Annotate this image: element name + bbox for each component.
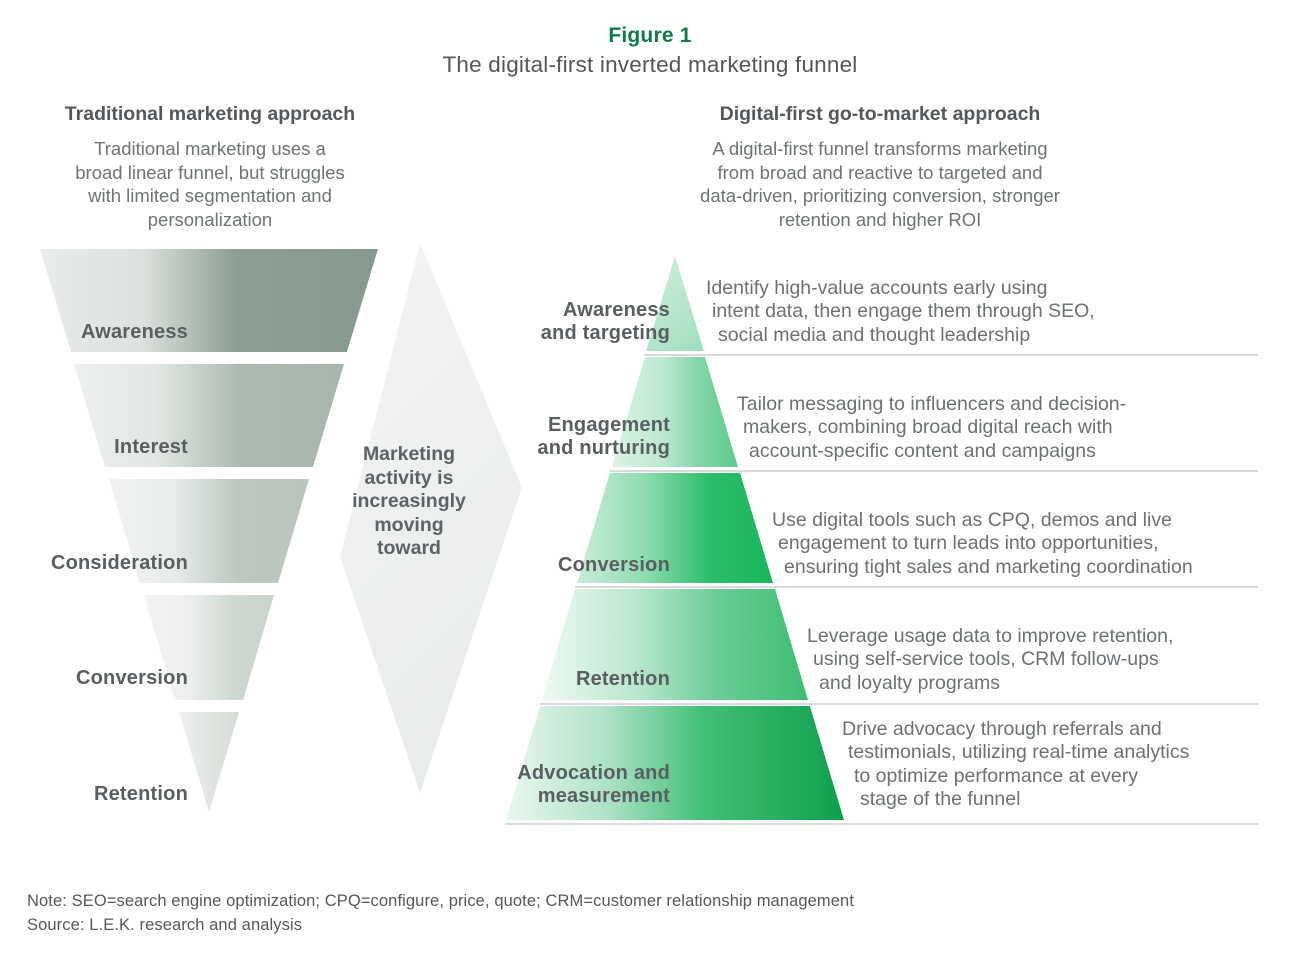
funnel-band-interest [74,364,344,467]
funnel-label-retention: Retention [93,783,188,805]
funnel-band-retention [179,712,239,812]
traditional-approach-heading: Traditional marketing approach [64,103,356,125]
stage-description-engagement-nurturing: Tailor messaging to influencers and deci… [737,393,1127,462]
stage-label-engagement-nurturing: Engagement and nurturing [537,414,670,459]
funnel-band-awareness [40,249,378,352]
funnel-band-consideration [109,479,309,583]
funnel-label-consideration: Consideration [50,552,188,574]
pyramid-band-advocation-measurement [506,706,844,820]
funnel-label-conversion: Conversion [75,667,188,689]
stage-label-awareness-targeting: Awareness and targeting [540,299,670,344]
traditional-approach-description: Traditional marketing uses a broad linea… [75,138,345,230]
pyramid-band-conversion [577,473,773,583]
separator-line-5 [505,823,1258,825]
note-text: Note: SEO=search engine optimization; CP… [27,892,855,910]
stage-label-conversion: Conversion [557,554,670,576]
source-text: Source: L.E.K. research and analysis [27,916,303,934]
figure-title: The digital-first inverted marketing fun… [442,52,858,77]
stage-label-retention: Retention [575,668,670,690]
digital-first-approach-description: A digital-first funnel transforms market… [700,138,1060,230]
stage-label-advocation-measurement: Advocation and measurement [517,762,670,807]
separator-line-1 [644,354,1258,356]
separator-line-2 [609,470,1258,472]
digital-first-approach-heading: Digital-first go-to-market approach [719,103,1041,125]
flow-arrow-text: Marketing activity is increasingly movin… [352,443,466,559]
figure-label: Figure 1 [608,24,692,47]
stage-description-retention: Leverage usage data to improve retention… [807,625,1174,694]
stage-description-awareness-targeting: Identify high-value accounts early using… [706,277,1095,346]
separator-line-3 [575,586,1258,588]
separator-line-4 [540,703,1258,705]
funnel-label-interest: Interest [114,436,188,458]
funnel-label-awareness: Awareness [80,321,188,343]
pyramid-band-retention [542,589,808,700]
stage-description-conversion: Use digital tools such as CPQ, demos and… [772,509,1193,578]
